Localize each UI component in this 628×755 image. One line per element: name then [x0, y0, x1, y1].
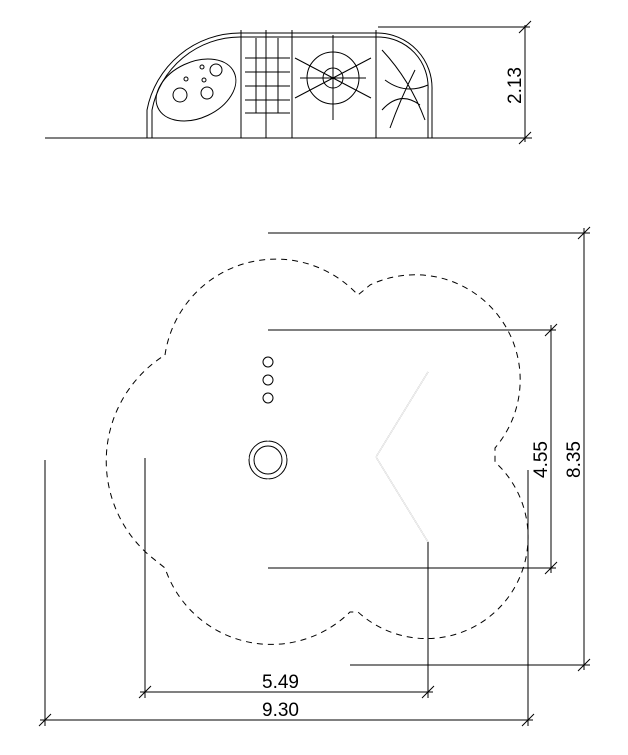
elevation-view: 2.13 [45, 20, 532, 145]
plan-view: 4.55 8.35 5.49 9.30 [38, 226, 591, 727]
spider-web [294, 35, 372, 120]
depth-outer-label: 8.35 [564, 441, 585, 478]
depth-inner-label: 4.55 [531, 441, 552, 478]
play-structure-plan [146, 334, 429, 566]
safety-zone-outline [105, 258, 529, 645]
structure-outline [146, 32, 433, 138]
rope-web [381, 49, 429, 129]
dimension-lines: 4.55 8.35 5.49 9.30 [38, 226, 591, 727]
rope-net [245, 38, 290, 114]
width-inner-label: 5.49 [262, 672, 299, 693]
width-outer-label: 9.30 [262, 700, 299, 721]
height-label: 2.13 [505, 67, 526, 104]
climbing-panel [155, 58, 237, 122]
